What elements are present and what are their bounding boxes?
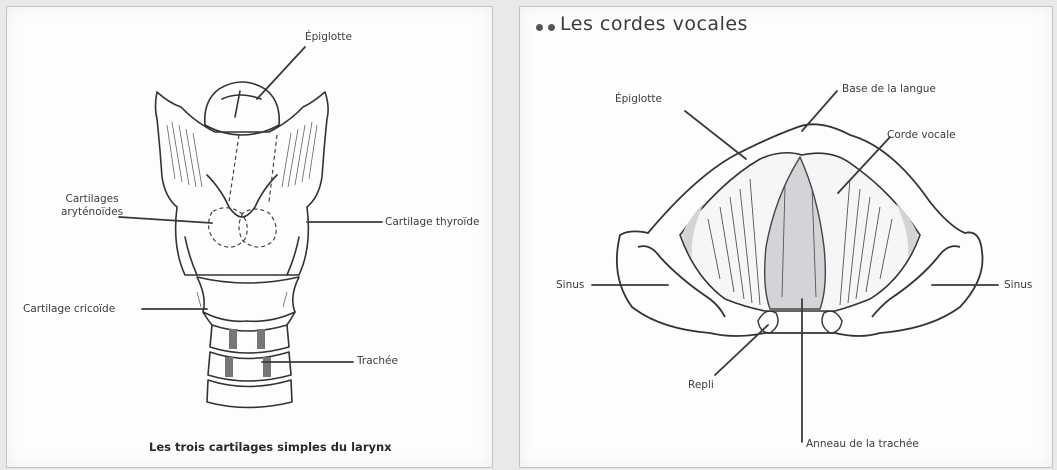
label-cartilage-thyroide: Cartilage thyroïde: [385, 216, 479, 229]
label-repli: Repli: [688, 379, 714, 392]
pointer-epiglotte: [685, 111, 746, 159]
label-anneau-de-la-trachee: Anneau de la trachée: [806, 438, 919, 451]
vocal-cords-drawing: [520, 7, 1052, 468]
label-epiglotte: Épiglotte: [615, 93, 662, 106]
label-sinus-left: Sinus: [556, 279, 584, 292]
caption: Les trois cartilages simples du larynx: [149, 440, 392, 454]
larynx-cartilages-panel: Épiglotte Cartilages aryténoïdes Cartila…: [6, 6, 493, 468]
label-epiglotte: Épiglotte: [305, 31, 352, 44]
label-corde-vocale: Corde vocale: [887, 129, 956, 142]
label-trachee: Trachée: [357, 355, 398, 368]
label-cartilage-cricoide: Cartilage cricoïde: [23, 303, 115, 316]
label-sinus-right: Sinus: [1004, 279, 1032, 292]
label-base-de-la-langue: Base de la langue: [842, 83, 936, 96]
label-cartilages-arytenoides: Cartilages aryténoïdes: [61, 193, 123, 219]
pointer-repli: [715, 325, 768, 375]
vocal-cords-panel: Les cordes vocales: [519, 6, 1053, 468]
larynx-drawing: [7, 7, 492, 468]
pointer-epiglotte: [257, 47, 305, 99]
pointer-arytenoides: [119, 217, 212, 223]
